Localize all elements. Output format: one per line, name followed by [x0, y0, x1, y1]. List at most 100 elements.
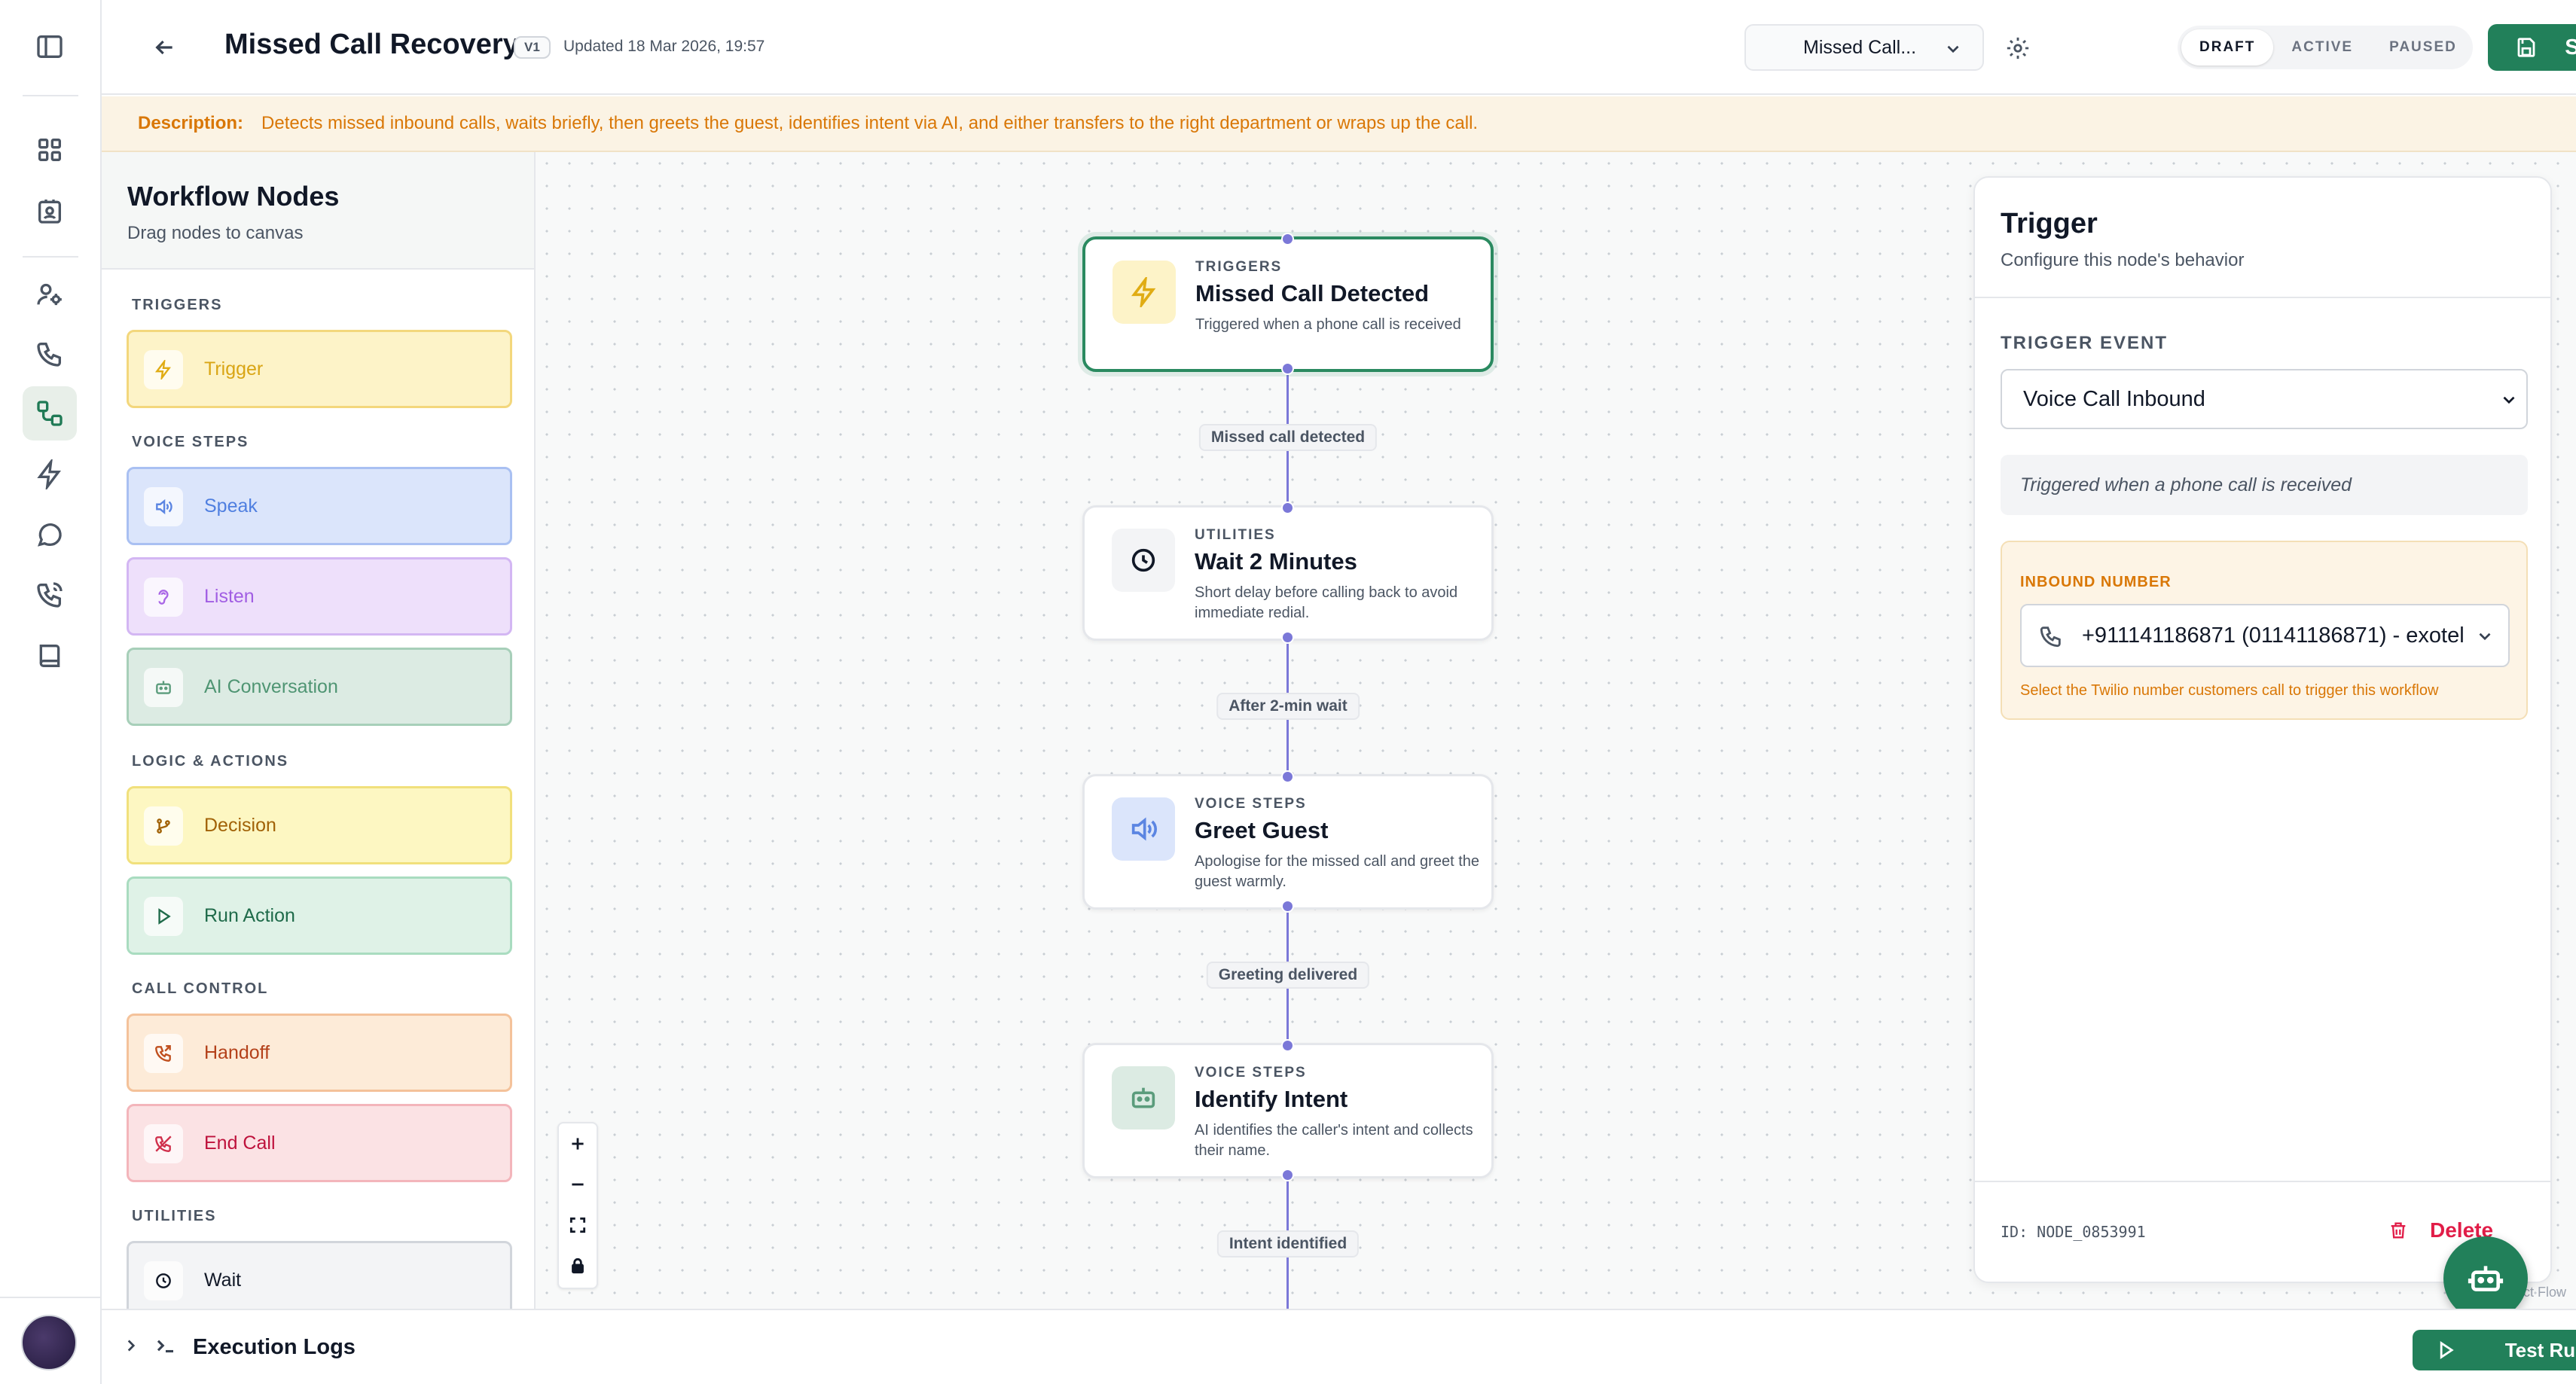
bot-icon [1112, 1066, 1175, 1129]
lightning-icon [1113, 261, 1176, 324]
palette-item-ai-conversation[interactable]: AI Conversation [127, 648, 512, 726]
inbound-number-value: +911141186871 (01141186871) - exotel [2082, 623, 2465, 648]
status-active-button[interactable]: ACTIVE [2291, 39, 2354, 55]
rail-divider [23, 256, 78, 258]
palette-item-label: Handoff [204, 1041, 270, 1063]
clock-icon [1112, 529, 1175, 592]
node-wait-2-minutes[interactable]: UTILITIES Wait 2 Minutes Short delay bef… [1082, 505, 1494, 641]
contacts-icon[interactable] [23, 184, 77, 238]
execution-logs-bar[interactable]: Execution Logs Test Run [102, 1309, 2576, 1384]
inbound-number-label: INBOUND NUMBER [2020, 574, 2172, 590]
panel-subtitle: Configure this node's behavior [2001, 250, 2245, 270]
trigger-event-hint: Triggered when a phone call is received [2001, 455, 2528, 515]
panel-divider [1975, 297, 2550, 298]
palette-item-label: AI Conversation [204, 675, 338, 697]
save-button[interactable]: Save [2488, 24, 2576, 71]
call-log-icon[interactable] [23, 568, 77, 622]
node-title: Greet Guest [1195, 817, 1329, 843]
node-missed-call-detected[interactable]: TRIGGERS Missed Call Detected Triggered … [1082, 236, 1494, 372]
node-category: TRIGGERS [1195, 259, 1283, 275]
fit-view-icon[interactable] [559, 1205, 597, 1245]
zoom-out-icon[interactable] [559, 1164, 597, 1205]
node-identify-intent[interactable]: VOICE STEPS Identify Intent AI identifie… [1082, 1043, 1494, 1178]
bot-icon [2468, 1266, 2504, 1291]
palette-item-end-call[interactable]: End Call [127, 1104, 512, 1182]
node-handle[interactable] [1281, 362, 1294, 375]
rail-divider [0, 1297, 102, 1298]
palette-item-label: Listen [204, 585, 255, 607]
phone-forward-icon [144, 1034, 183, 1073]
node-handle[interactable] [1281, 631, 1294, 644]
execution-logs-title: Execution Logs [193, 1335, 356, 1359]
zoom-in-icon[interactable] [559, 1123, 597, 1164]
palette-item-handoff[interactable]: Handoff [127, 1014, 512, 1092]
node-handle[interactable] [1281, 233, 1294, 245]
palette-item-speak[interactable]: Speak [127, 467, 512, 545]
node-handle[interactable] [1281, 900, 1294, 913]
node-handle[interactable] [1281, 1039, 1294, 1052]
node-title: Wait 2 Minutes [1195, 548, 1357, 575]
edge-label[interactable]: Intent identified [1216, 1230, 1360, 1257]
knowledge-base-icon[interactable] [23, 629, 77, 683]
react-flow-attribution[interactable]: ct Flow [2523, 1285, 2567, 1300]
bot-icon [144, 668, 183, 707]
node-description: Triggered when a phone call is received [1195, 316, 1461, 333]
edge-label[interactable]: Missed call detected [1198, 424, 1378, 451]
palette-item-label: Run Action [204, 904, 295, 926]
inbound-number-select[interactable]: +911141186871 (01141186871) - exotel [2020, 604, 2510, 667]
test-run-button[interactable]: Test Run [2413, 1330, 2576, 1370]
trigger-event-label: TRIGGER EVENT [2001, 333, 2169, 353]
node-id: ID: NODE_0853991 [2001, 1223, 2146, 1241]
palette-item-label: End Call [204, 1132, 276, 1154]
description-bar: Description: Detects missed inbound call… [102, 96, 2576, 152]
back-arrow-icon[interactable] [147, 30, 182, 65]
inbound-number-section: INBOUND NUMBER +911141186871 (0114118687… [2001, 541, 2528, 720]
section-utilities: UTILITIES [132, 1208, 217, 1224]
status-toggle: DRAFT ACTIVE PAUSED [2178, 26, 2473, 69]
chat-icon[interactable] [23, 508, 77, 562]
avatar[interactable] [21, 1315, 77, 1370]
chevron-down-icon [2475, 626, 2495, 652]
users-settings-icon[interactable] [23, 267, 77, 322]
workflows-icon[interactable] [23, 386, 77, 441]
ai-assistant-button[interactable] [2443, 1236, 2528, 1321]
edge-label[interactable]: After 2-min wait [1216, 693, 1360, 720]
status-paused-button[interactable]: PAUSED [2389, 39, 2457, 55]
palette-item-wait[interactable]: Wait [127, 1241, 512, 1309]
palette-item-decision[interactable]: Decision [127, 786, 512, 864]
node-handle[interactable] [1281, 770, 1294, 783]
panel-title: Trigger [2001, 208, 2098, 239]
node-palette: Workflow Nodes Drag nodes to canvas TRIG… [102, 152, 536, 1309]
version-badge: V1 [514, 36, 551, 59]
palette-item-trigger[interactable]: Trigger [127, 330, 512, 408]
lock-icon[interactable] [559, 1245, 597, 1286]
dashboard-icon[interactable] [23, 123, 77, 177]
section-logic: LOGIC & ACTIONS [132, 753, 289, 770]
flow-selector[interactable]: Missed Call... [1744, 24, 1984, 71]
toggle-sidebar-icon[interactable] [23, 20, 77, 74]
node-handle[interactable] [1281, 1169, 1294, 1181]
terminal-icon [154, 1334, 177, 1361]
ear-icon [144, 578, 183, 617]
speaker-icon [144, 487, 183, 526]
palette-item-run-action[interactable]: Run Action [127, 876, 512, 955]
lightning-icon [144, 350, 183, 389]
rail-divider [23, 95, 78, 96]
status-draft-button[interactable]: DRAFT [2181, 29, 2274, 66]
trigger-event-select[interactable]: Voice Call Inbound [2001, 369, 2528, 429]
palette-item-label: Decision [204, 814, 276, 836]
delete-button[interactable]: Delete [2388, 1214, 2493, 1247]
node-title: Missed Call Detected [1195, 280, 1430, 306]
palette-item-listen[interactable]: Listen [127, 557, 512, 636]
test-run-label: Test Run [2504, 1338, 2576, 1361]
node-handle[interactable] [1281, 501, 1294, 514]
edge-label[interactable]: Greeting delivered [1206, 962, 1370, 989]
section-triggers: TRIGGERS [132, 297, 223, 313]
gear-icon[interactable] [1998, 29, 2037, 68]
automation-icon[interactable] [23, 447, 77, 501]
chevron-right-icon[interactable] [121, 1336, 141, 1359]
phone-icon[interactable] [23, 327, 77, 381]
node-greet-guest[interactable]: VOICE STEPS Greet Guest Apologise for th… [1082, 774, 1494, 910]
play-icon [144, 897, 183, 936]
trigger-event-value: Voice Call Inbound [2023, 386, 2205, 411]
